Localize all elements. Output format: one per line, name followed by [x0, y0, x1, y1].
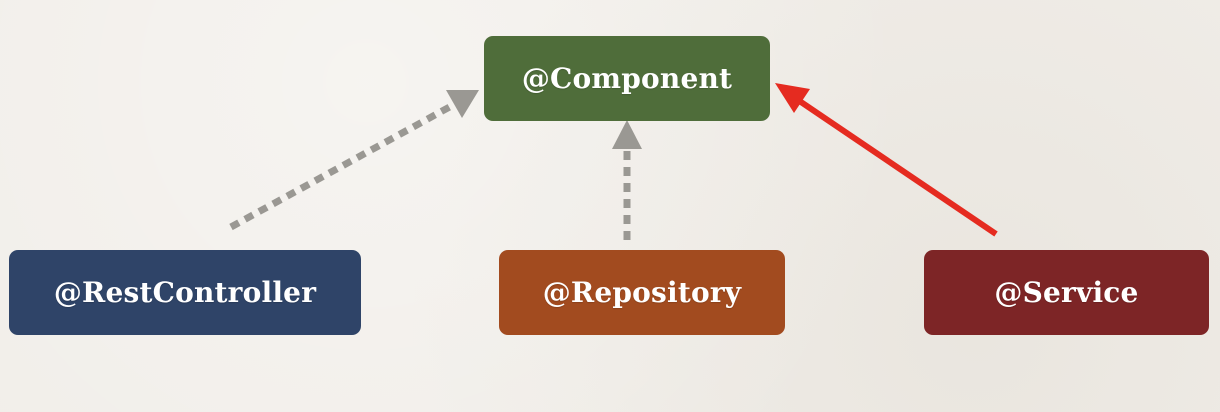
component-node: @Component	[484, 36, 770, 121]
restcontroller-node-label: @RestController	[53, 276, 317, 309]
repository-node-label: @Repository	[542, 276, 742, 309]
edge-restcontroller-arrowhead	[446, 90, 479, 118]
service-node-label: @Service	[994, 276, 1139, 309]
edge-restcontroller-line	[229, 100, 457, 231]
edge-repository-arrowhead	[612, 120, 642, 149]
repository-node: @Repository	[499, 250, 785, 335]
edge-repository-to-component	[612, 120, 642, 240]
edge-service-line	[796, 97, 998, 237]
restcontroller-node: @RestController	[9, 250, 361, 335]
edge-service-to-component	[775, 83, 998, 237]
service-node: @Service	[924, 250, 1209, 335]
edge-service-arrowhead	[775, 83, 810, 113]
component-node-label: @Component	[521, 62, 733, 95]
edge-restcontroller-to-component	[229, 90, 479, 231]
